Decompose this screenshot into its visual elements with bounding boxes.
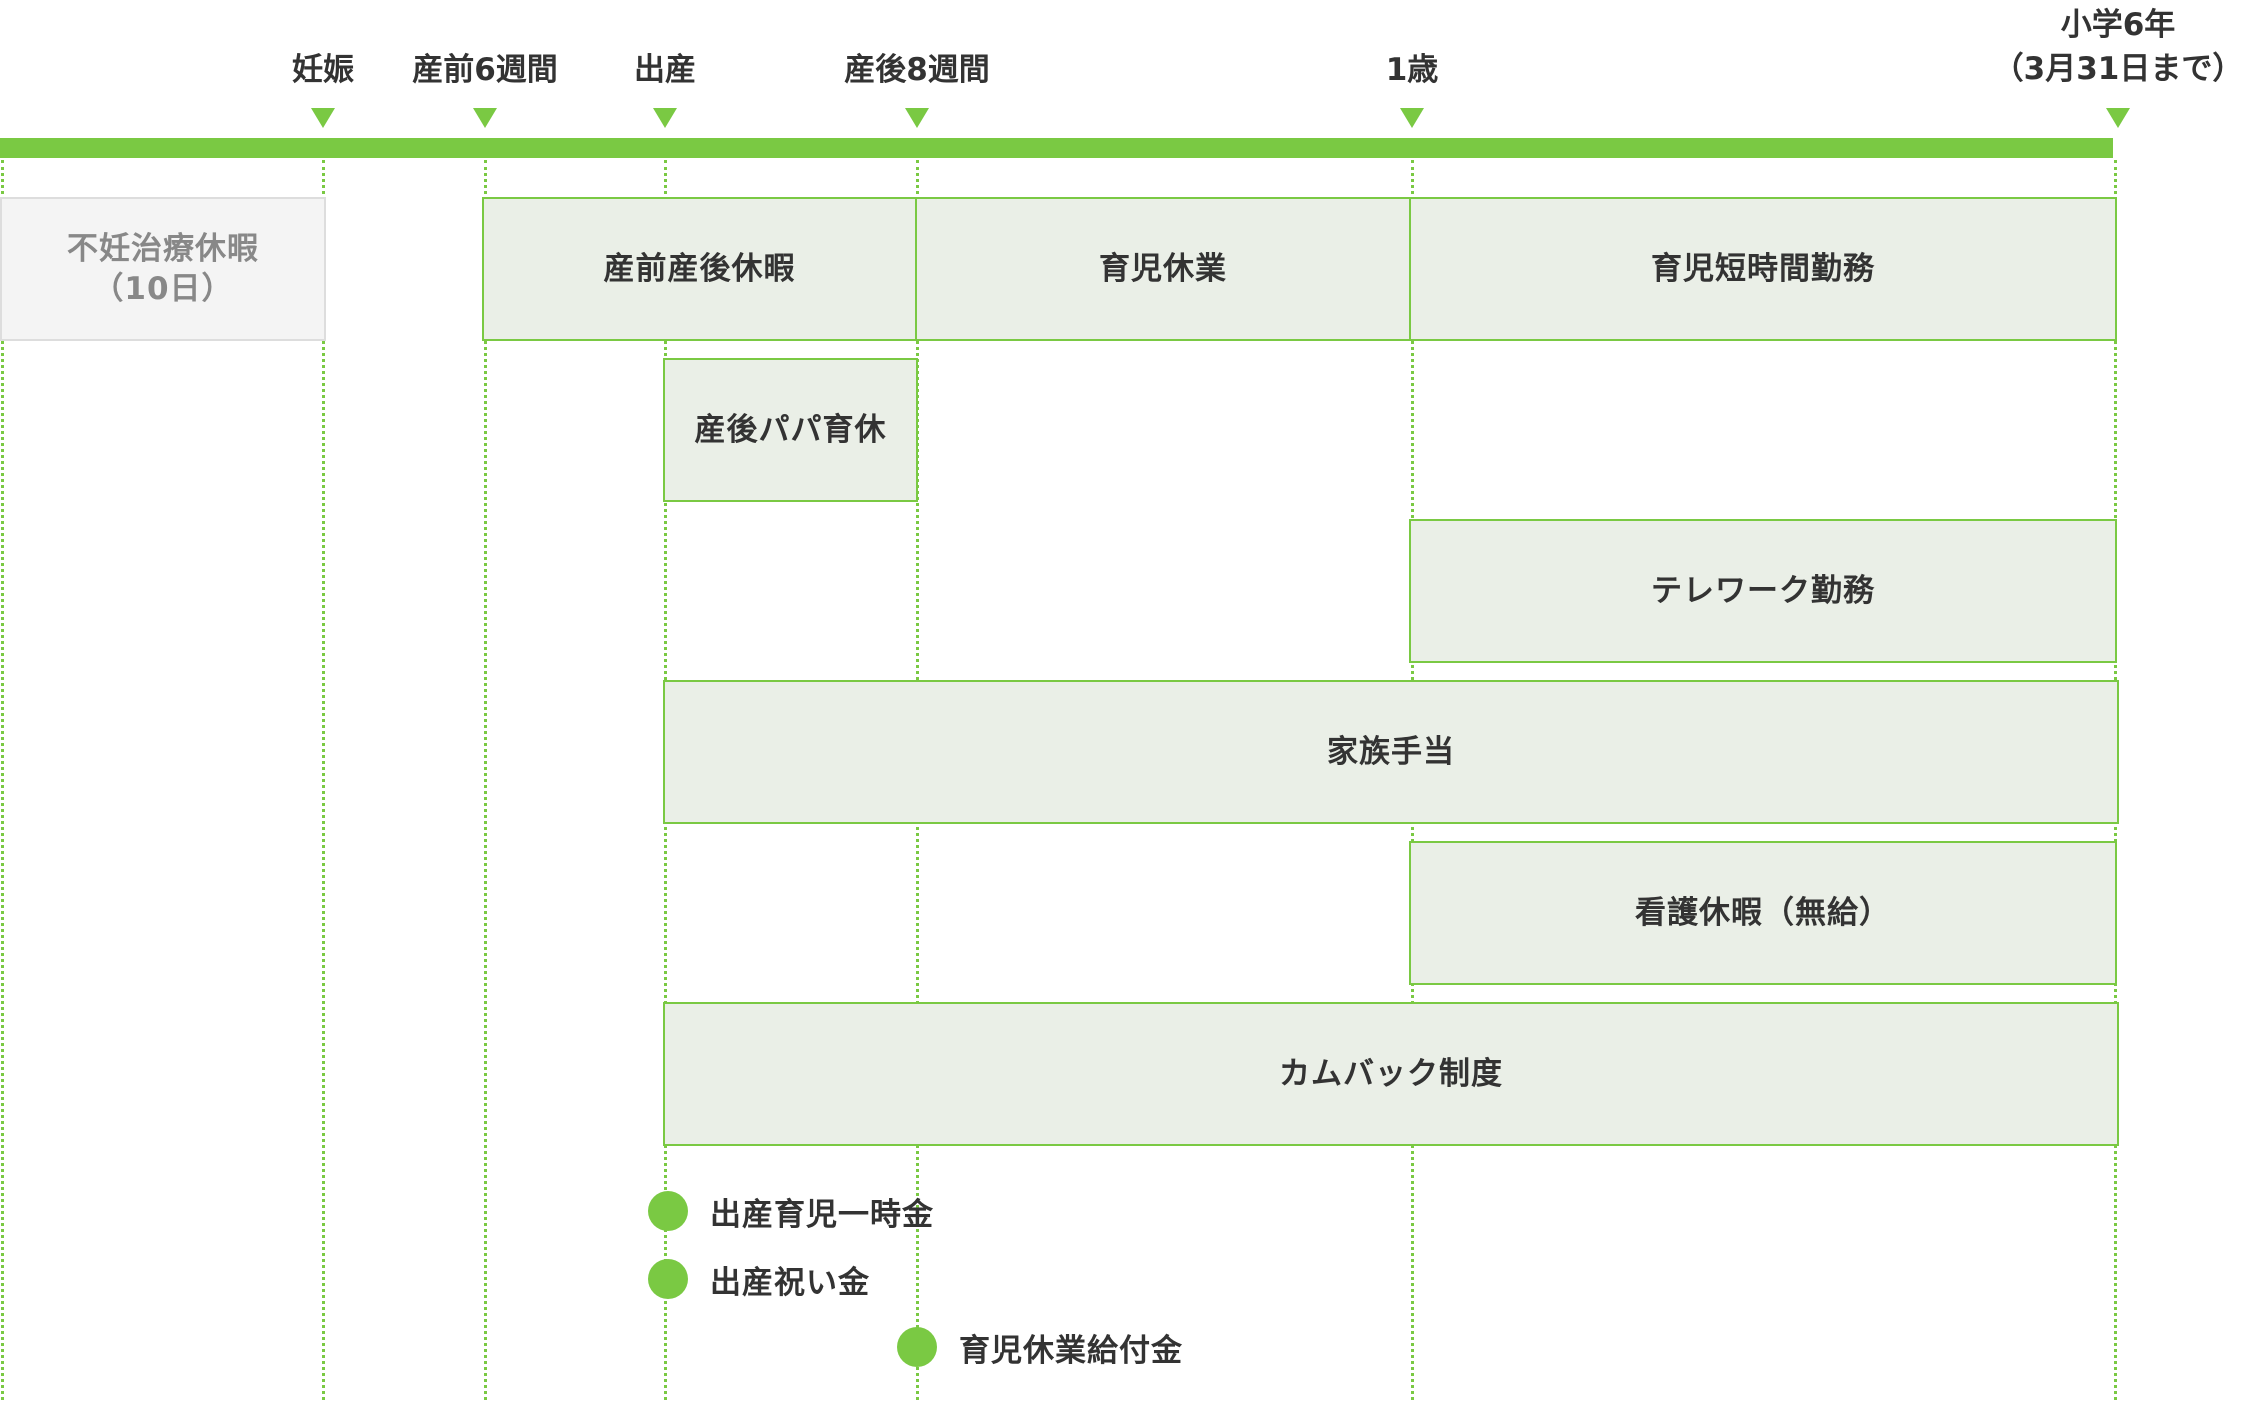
- program-bar-nursing-leave: 看護休暇（無給）: [1409, 841, 2117, 985]
- program-bar-family-allowance: 家族手当: [663, 680, 2119, 824]
- benefit-label-childbirth-lump-sum: 出産育児一時金: [710, 1196, 934, 1233]
- program-bar-papa-leave: 産後パパ育休: [663, 358, 918, 502]
- program-label-comeback: カムバック制度: [1279, 1056, 1503, 1092]
- program-label-childcare-leave: 育児休業: [1099, 251, 1227, 287]
- milestone-label-birth: 出産: [634, 52, 696, 88]
- triangle-marker-icon: [2106, 108, 2130, 128]
- triangle-marker-icon: [653, 108, 677, 128]
- triangle-marker-icon: [473, 108, 497, 128]
- program-label-papa-leave: 産後パパ育休: [694, 412, 887, 448]
- milestone-label-age-1: 1歳: [1385, 52, 1439, 88]
- program-bar-telework: テレワーク勤務: [1409, 519, 2117, 663]
- guide-line: [484, 160, 487, 1400]
- milestone-label-postnatal-8w: 産後8週間: [844, 52, 990, 88]
- timeline-bar: [0, 138, 2113, 158]
- bullet-dot-icon: [897, 1327, 937, 1367]
- program-label-fertility-leave-line1: 不妊治療休暇: [67, 231, 259, 267]
- triangle-marker-icon: [311, 108, 335, 128]
- benefit-label-birth-gift: 出産祝い金: [710, 1264, 870, 1301]
- triangle-marker-icon: [905, 108, 929, 128]
- program-label-short-hours: 育児短時間勤務: [1651, 251, 1875, 287]
- benefit-item-childcare-benefit: 育児休業給付金: [897, 1325, 1183, 1369]
- milestone-label-grade-6-line2: （3月31日まで）: [1992, 51, 2242, 87]
- program-label-telework: テレワーク勤務: [1651, 573, 1875, 609]
- benefit-item-birth-gift: 出産祝い金: [648, 1257, 870, 1301]
- program-bar-comeback: カムバック制度: [663, 1002, 2119, 1146]
- triangle-marker-icon: [1400, 108, 1424, 128]
- program-label-nursing-leave: 看護休暇（無給）: [1635, 895, 1891, 931]
- program-bar-short-hours: 育児短時間勤務: [1409, 197, 2117, 341]
- guide-line: [1, 160, 4, 1400]
- program-bar-fertility-leave: 不妊治療休暇 （10日）: [0, 197, 326, 341]
- program-bar-childcare-leave: 育児休業: [915, 197, 1411, 341]
- program-label-fertility-leave-line2: （10日）: [92, 271, 234, 307]
- milestone-label-prenatal-6w: 産前6週間: [412, 52, 558, 88]
- bullet-dot-icon: [648, 1191, 688, 1231]
- milestone-label-grade-6-line1: 小学6年: [2060, 7, 2176, 43]
- program-bar-maternity-leave: 産前産後休暇: [482, 197, 917, 341]
- guide-line: [322, 160, 325, 1400]
- program-label-family-allowance: 家族手当: [1327, 734, 1455, 770]
- milestone-label-grade-6: 小学6年 （3月31日まで）: [1993, 3, 2242, 91]
- milestone-label-pregnancy: 妊娠: [292, 52, 354, 88]
- benefit-item-childbirth-lump-sum: 出産育児一時金: [648, 1189, 934, 1233]
- program-label-maternity-leave: 産前産後休暇: [603, 251, 796, 287]
- benefit-label-childcare-benefit: 育児休業給付金: [959, 1332, 1183, 1369]
- bullet-dot-icon: [648, 1259, 688, 1299]
